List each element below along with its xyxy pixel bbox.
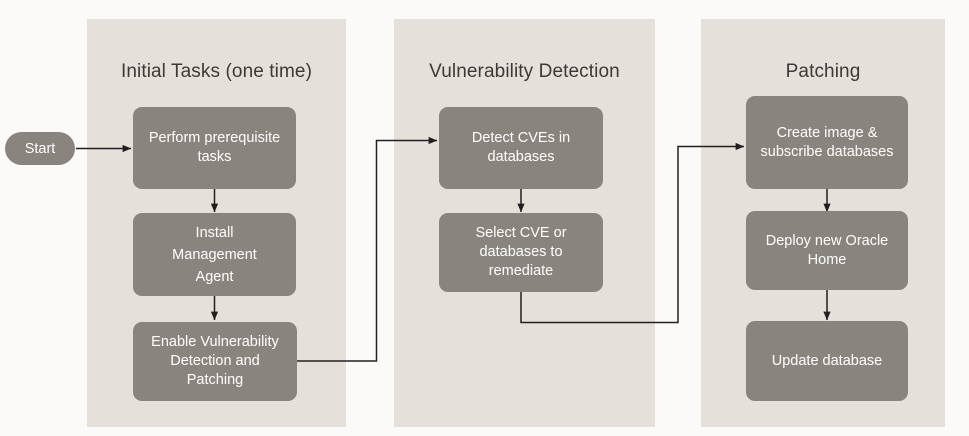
panel-title-initial-tasks: Initial Tasks (one time) [120, 61, 313, 82]
panel-title-vulnerability-detection: Vulnerability Detection [429, 61, 620, 82]
node-update-database[interactable]: Update database [746, 321, 908, 401]
node-select-cve-or-databases-to-remediate[interactable]: Select CVE or databases to remediate [439, 213, 603, 292]
node-enable-vulnerability-detection-and-patching[interactable]: Enable Vulnerability Detection and Patch… [133, 322, 297, 401]
node-start[interactable]: Start [5, 132, 75, 165]
node-detect-cves-in-databases[interactable]: Detect CVEs in databases [439, 107, 603, 189]
panel-title-patching: Patching [785, 61, 861, 82]
node-create-image-and-subscribe-databases[interactable]: Create image & subscribe databases [746, 96, 908, 189]
node-install-management-agent[interactable]: Install Management Agent [133, 213, 296, 296]
node-perform-prerequisite-tasks[interactable]: Perform prerequisite tasks [133, 107, 296, 189]
node-deploy-new-oracle-home[interactable]: Deploy new Oracle Home [746, 211, 908, 290]
